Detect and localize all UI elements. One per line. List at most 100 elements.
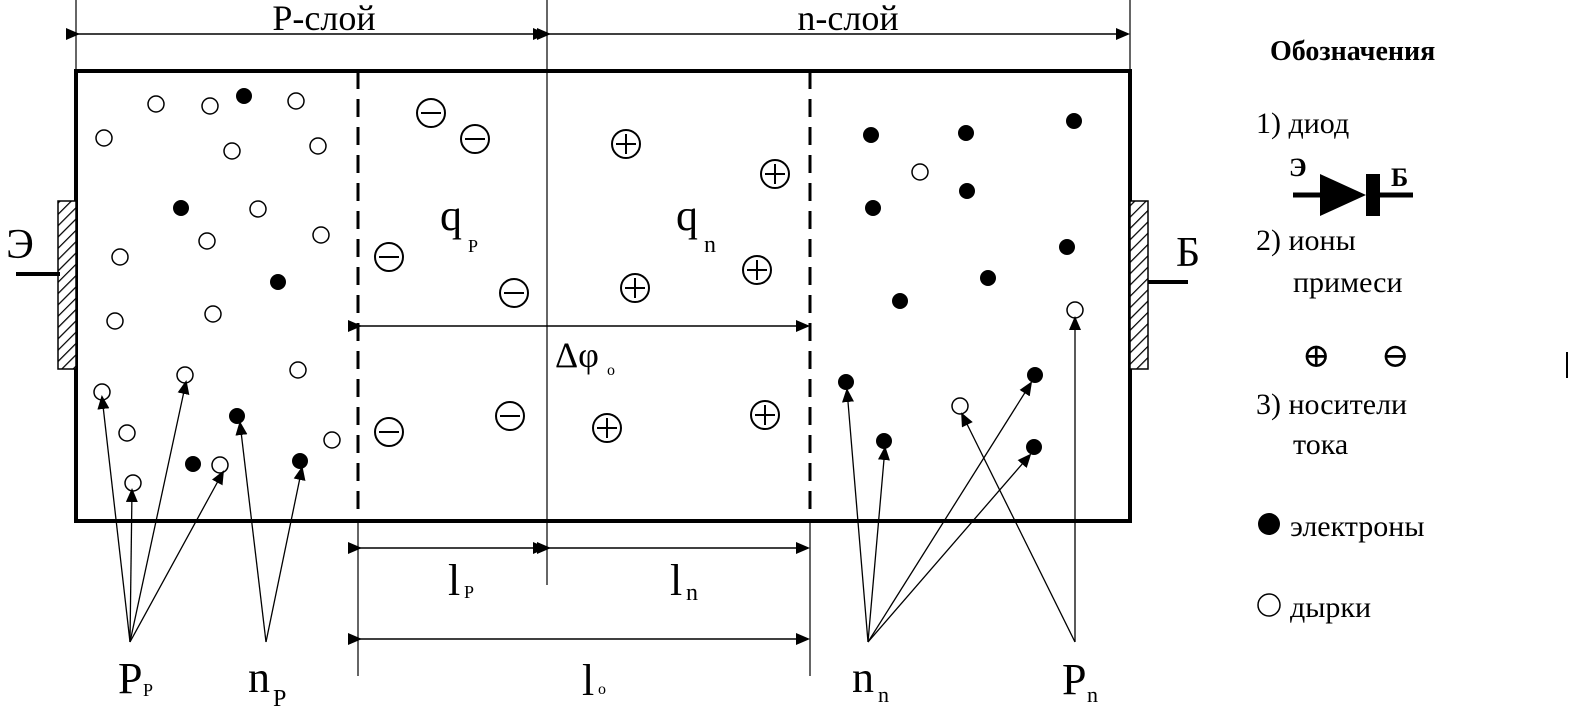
legend-item-carriers-line2: тока	[1293, 428, 1348, 461]
semiconductor-body	[74, 69, 1132, 523]
diode-symbol-icon: Э Б	[1289, 153, 1413, 216]
svg-text:n: n	[852, 653, 874, 702]
negative-ion-icon: ⊖	[1381, 338, 1410, 375]
svg-text:P: P	[143, 680, 153, 700]
diode-emitter-label: Э	[1289, 153, 1307, 182]
hole	[249, 200, 267, 218]
hole	[323, 431, 341, 449]
emitter-contact: Э	[6, 200, 77, 370]
negative-ion	[499, 278, 529, 308]
legend-item-ions: 2) ионы	[1256, 224, 1356, 257]
charge-qp: q P	[440, 191, 478, 256]
electron	[958, 125, 974, 141]
p-region-holes	[93, 92, 341, 492]
label-pp: P P	[118, 654, 153, 703]
legend-item-carriers: 3) носители	[1256, 388, 1407, 421]
label-pn: P n	[1062, 655, 1098, 707]
svg-text:o: o	[598, 681, 606, 698]
n-layer-label: n-слой	[797, 0, 898, 38]
legend-electrons: электроны	[1290, 510, 1425, 543]
svg-text:P: P	[1062, 655, 1086, 704]
electron-icon	[1258, 513, 1280, 535]
hole	[309, 137, 327, 155]
hole	[198, 232, 216, 250]
hole	[111, 248, 129, 266]
hole	[106, 312, 124, 330]
svg-text:n: n	[248, 653, 270, 702]
negative-ion	[495, 401, 525, 431]
positive-ions	[592, 129, 790, 443]
electron	[865, 200, 881, 216]
electron	[892, 293, 908, 309]
negative-ion	[416, 98, 446, 128]
potential-label: Δφ o	[555, 335, 615, 379]
width-l0-label: l o	[582, 656, 606, 705]
svg-text:q: q	[440, 191, 462, 240]
svg-text:o: o	[607, 362, 615, 379]
positive-ion	[592, 413, 622, 443]
legend-holes: дырки	[1290, 591, 1371, 624]
svg-text:Δφ: Δφ	[555, 335, 599, 375]
positive-ion	[750, 400, 780, 430]
svg-text:q: q	[676, 191, 698, 240]
hole	[118, 424, 136, 442]
charge-qn: q n	[676, 191, 716, 258]
carrier-arrows	[97, 316, 1081, 643]
p-region-electrons	[173, 88, 308, 472]
svg-text:l: l	[670, 556, 682, 605]
electron	[236, 88, 252, 104]
negative-ion	[374, 242, 404, 272]
emitter-label: Э	[6, 222, 34, 268]
hole	[951, 397, 969, 415]
electron	[1059, 239, 1075, 255]
negative-ions	[374, 98, 529, 447]
legend: Обозначения 1) диод Э Б 2) ионы примеси …	[1256, 36, 1435, 624]
width-ln-label: l n	[670, 556, 698, 606]
electron	[292, 453, 308, 469]
hole	[1066, 301, 1084, 319]
hole	[211, 456, 229, 474]
svg-text:P: P	[464, 582, 474, 602]
hole	[95, 129, 113, 147]
electron	[876, 433, 892, 449]
hole	[204, 305, 222, 323]
electron	[185, 456, 201, 472]
n-region-electrons	[838, 113, 1082, 455]
positive-ion	[620, 273, 650, 303]
n-region-holes	[911, 163, 1084, 415]
negative-ion	[374, 417, 404, 447]
width-dimensions: l P l n l o	[348, 542, 810, 705]
hole	[201, 97, 219, 115]
electron	[863, 127, 879, 143]
electron	[1026, 439, 1042, 455]
electron	[229, 408, 245, 424]
electron	[1027, 367, 1043, 383]
region-dimension: P-слой n-слой	[66, 0, 1131, 585]
svg-text:P: P	[118, 654, 142, 703]
electron	[173, 200, 189, 216]
hole	[124, 474, 142, 492]
electron	[1066, 113, 1082, 129]
electron	[838, 374, 854, 390]
width-lp-label: l P	[448, 556, 474, 605]
svg-text:n: n	[878, 682, 889, 707]
svg-text:l: l	[582, 656, 594, 705]
electron	[980, 270, 996, 286]
svg-text:n: n	[1087, 682, 1098, 707]
hole	[287, 92, 305, 110]
positive-ion	[611, 129, 641, 159]
svg-text:n: n	[704, 232, 716, 258]
hole	[147, 95, 165, 113]
svg-text:P: P	[468, 236, 478, 256]
electron	[270, 274, 286, 290]
label-np: n P	[248, 653, 286, 712]
base-contact: Б	[1129, 200, 1200, 370]
svg-text:n: n	[686, 580, 698, 606]
base-label: Б	[1176, 230, 1200, 276]
legend-item-ions-line2: примеси	[1293, 266, 1403, 299]
negative-ion	[460, 124, 490, 154]
svg-text:P: P	[273, 686, 286, 712]
positive-ion	[742, 255, 772, 285]
positive-ion-icon: ⊕	[1302, 338, 1331, 375]
hole	[289, 361, 307, 379]
